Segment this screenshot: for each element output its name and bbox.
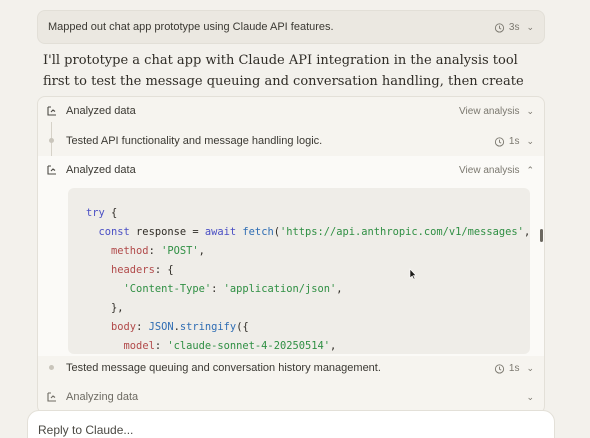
code-line: 'Content-Type': 'application/json', [123, 283, 343, 295]
chevron-down-icon: ⌄ [526, 135, 534, 146]
step-analyzed-data-2[interactable]: Analyzed data View analysis ⌃ [38, 156, 544, 184]
step-tested-api[interactable]: Tested API functionality and message han… [38, 127, 544, 155]
view-analysis-button[interactable]: View analysis ⌃ [459, 164, 534, 176]
mouse-cursor-icon [409, 268, 417, 280]
step-duration: 1s ⌄ [494, 363, 544, 374]
step-analyzed-data-1[interactable]: Analyzed data View analysis ⌄ [38, 97, 544, 125]
chevron-down-icon: ⌄ [526, 21, 534, 32]
code-line: body: JSON.stringify({ [111, 321, 249, 333]
timer-icon [494, 363, 504, 374]
reply-placeholder: Reply to Claude... [38, 423, 134, 437]
step-duration: 1s ⌄ [494, 136, 544, 147]
step-tested-queuing[interactable]: Tested message queuing and conversation … [38, 354, 544, 382]
timer-icon [494, 136, 504, 147]
step-dot [49, 138, 54, 143]
code-line: model: 'claude-sonnet-4-20250514', [123, 340, 337, 352]
thinking-summary-text: Mapped out chat app prototype using Clau… [48, 21, 334, 33]
timer-icon [494, 22, 504, 33]
code-block[interactable]: try { const response = await fetch('http… [68, 188, 530, 354]
chevron-down-icon: ⌄ [526, 362, 534, 373]
thinking-summary[interactable]: Mapped out chat app prototype using Clau… [37, 10, 545, 44]
chevron-down-icon: ⌄ [526, 105, 534, 116]
code-line: headers: { [111, 264, 174, 276]
code-line: }, [86, 302, 124, 314]
analysis-icon [38, 391, 66, 403]
code-line: const response = await fetch('https://ap… [98, 226, 530, 238]
thinking-duration: 3s ⌄ [494, 22, 534, 33]
reply-input[interactable]: Reply to Claude... [27, 410, 555, 438]
code-line: method: 'POST', [111, 245, 205, 257]
step-analyzing-data[interactable]: Analyzing data ⌄ [38, 383, 544, 411]
chevron-down-icon: ⌄ [526, 391, 534, 402]
code-line: try { [86, 207, 118, 219]
analysis-icon [38, 105, 66, 117]
code-scrollbar[interactable] [540, 229, 543, 242]
view-analysis-button[interactable]: View analysis ⌄ [459, 105, 534, 117]
chevron-up-icon: ⌃ [526, 164, 534, 175]
analysis-icon [38, 164, 66, 176]
step-dot [49, 365, 54, 370]
